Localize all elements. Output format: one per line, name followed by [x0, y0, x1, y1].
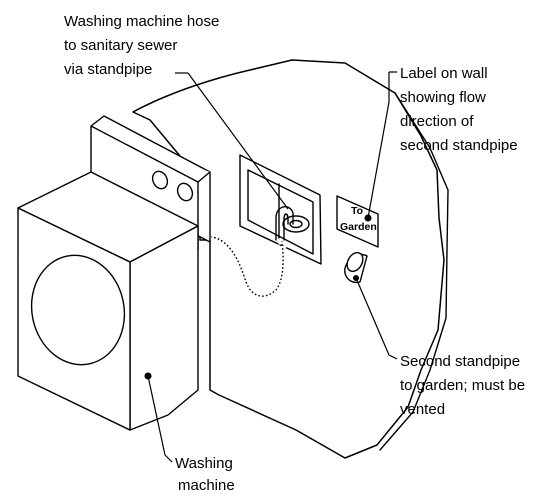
callout-hose-line-3: via standpipe — [64, 61, 152, 78]
wall-label: To Garden — [336, 195, 379, 248]
callout-wall-label-line-1: Label on wall — [400, 65, 488, 82]
callout-standpipe-line-1: Second standpipe — [400, 353, 520, 370]
wall-sign-line-1: To — [351, 205, 363, 217]
callout-wall-label-line-4: second standpipe — [400, 137, 518, 154]
sanitary-standpipe — [275, 206, 310, 241]
control-knob-2 — [176, 182, 194, 202]
callout-wall-label-line-2: showing flow — [400, 89, 486, 106]
control-knob-1 — [151, 170, 169, 190]
standpipe-recess-box — [239, 154, 322, 265]
callout-second-standpipe: Second standpipe to garden; must be vent… — [400, 353, 525, 418]
washing-machine — [17, 115, 211, 431]
washing-machine-door — [30, 254, 126, 366]
callout-machine-line-2: machine — [178, 477, 235, 493]
leader-lines — [147, 71, 398, 463]
callout-label-on-wall: Label on wall showing flow direction of … — [400, 65, 518, 154]
callout-washing-machine: Washing machine — [175, 455, 235, 494]
callout-wall-label-line-3: direction of — [400, 113, 474, 130]
callout-hose-line-1: Washing machine hose — [64, 13, 219, 30]
wall-sign-line-2: Garden — [340, 221, 377, 233]
washing-machine-hose — [210, 233, 287, 300]
callout-hose-line-2: to sanitary sewer — [64, 37, 177, 54]
callout-hose: Washing machine hose to sanitary sewer v… — [64, 13, 219, 78]
wall — [132, 59, 449, 459]
callout-machine-line-1: Washing — [175, 455, 233, 472]
callout-standpipe-line-3: vented — [400, 401, 445, 418]
garden-standpipe — [344, 251, 368, 284]
callout-standpipe-line-2: to garden; must be — [400, 377, 525, 394]
